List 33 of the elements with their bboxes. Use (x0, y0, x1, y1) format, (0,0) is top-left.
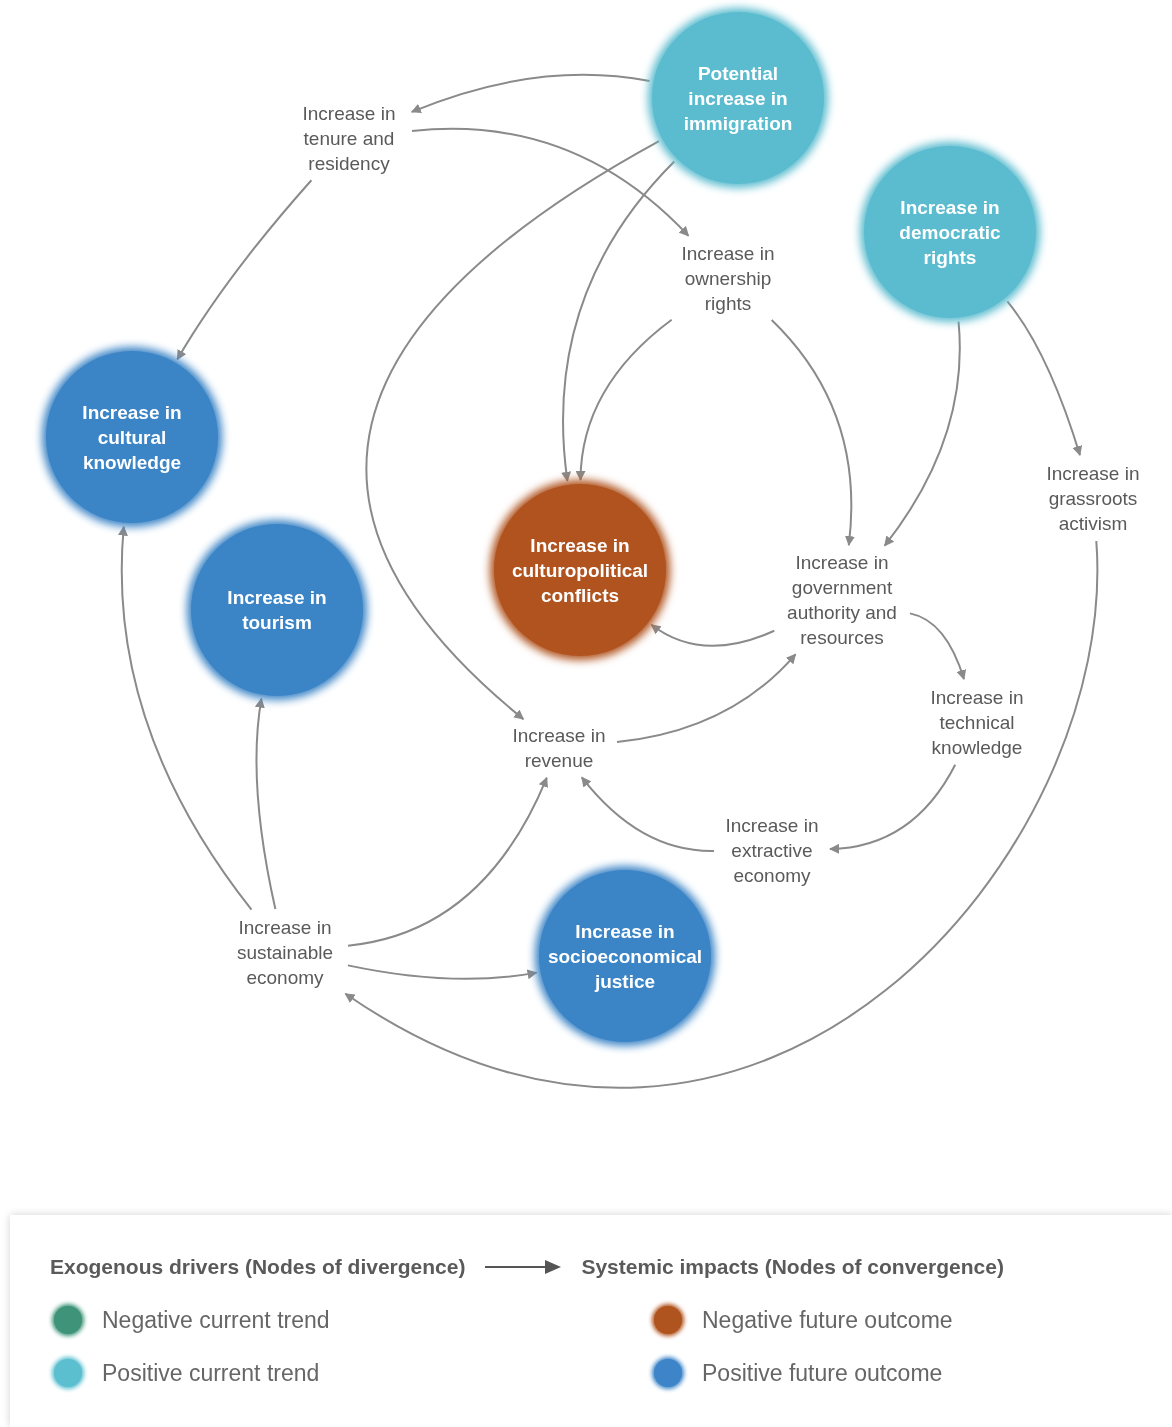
legend-text: Positive future outcome (702, 1359, 943, 1388)
node-text: Increase in tenure and residency (289, 98, 409, 178)
arrow (410, 74, 651, 114)
arrow (347, 776, 548, 947)
arrow (255, 697, 277, 911)
arrow (346, 964, 538, 980)
legend-text: Negative current trend (102, 1306, 330, 1335)
legend-text: Negative future outcome (702, 1306, 953, 1335)
arrow (883, 320, 961, 547)
arrow (616, 653, 797, 744)
node-text: Increase in extractive economy (717, 810, 827, 890)
arrow (411, 128, 690, 237)
legend-heading: Exogenous drivers (Nodes of divergence) (50, 1254, 466, 1280)
arrow (575, 318, 673, 481)
node-text: Increase in technical knowledge (917, 682, 1037, 762)
arrow (561, 160, 676, 482)
node-text: Increase in grassroots activism (1033, 458, 1153, 538)
arrow (365, 140, 660, 721)
node-text: Increase in ownership rights (668, 238, 788, 318)
arrow (580, 776, 715, 852)
arrow (650, 623, 776, 647)
legend-heading: Systemic impacts (Nodes of convergence) (581, 1254, 1004, 1280)
arrow (344, 540, 1098, 1089)
arrow (908, 612, 966, 681)
legend-text: Positive current trend (102, 1359, 320, 1388)
arrow (118, 525, 253, 911)
arrow (176, 179, 313, 361)
arrow (770, 319, 855, 546)
node-text: Increase in sustainable economy (225, 912, 345, 992)
node-text: Increase in government authority and resources (777, 548, 907, 652)
node-text: Increase in revenue (504, 721, 614, 775)
arrow (1006, 300, 1082, 457)
arrow (829, 763, 957, 854)
